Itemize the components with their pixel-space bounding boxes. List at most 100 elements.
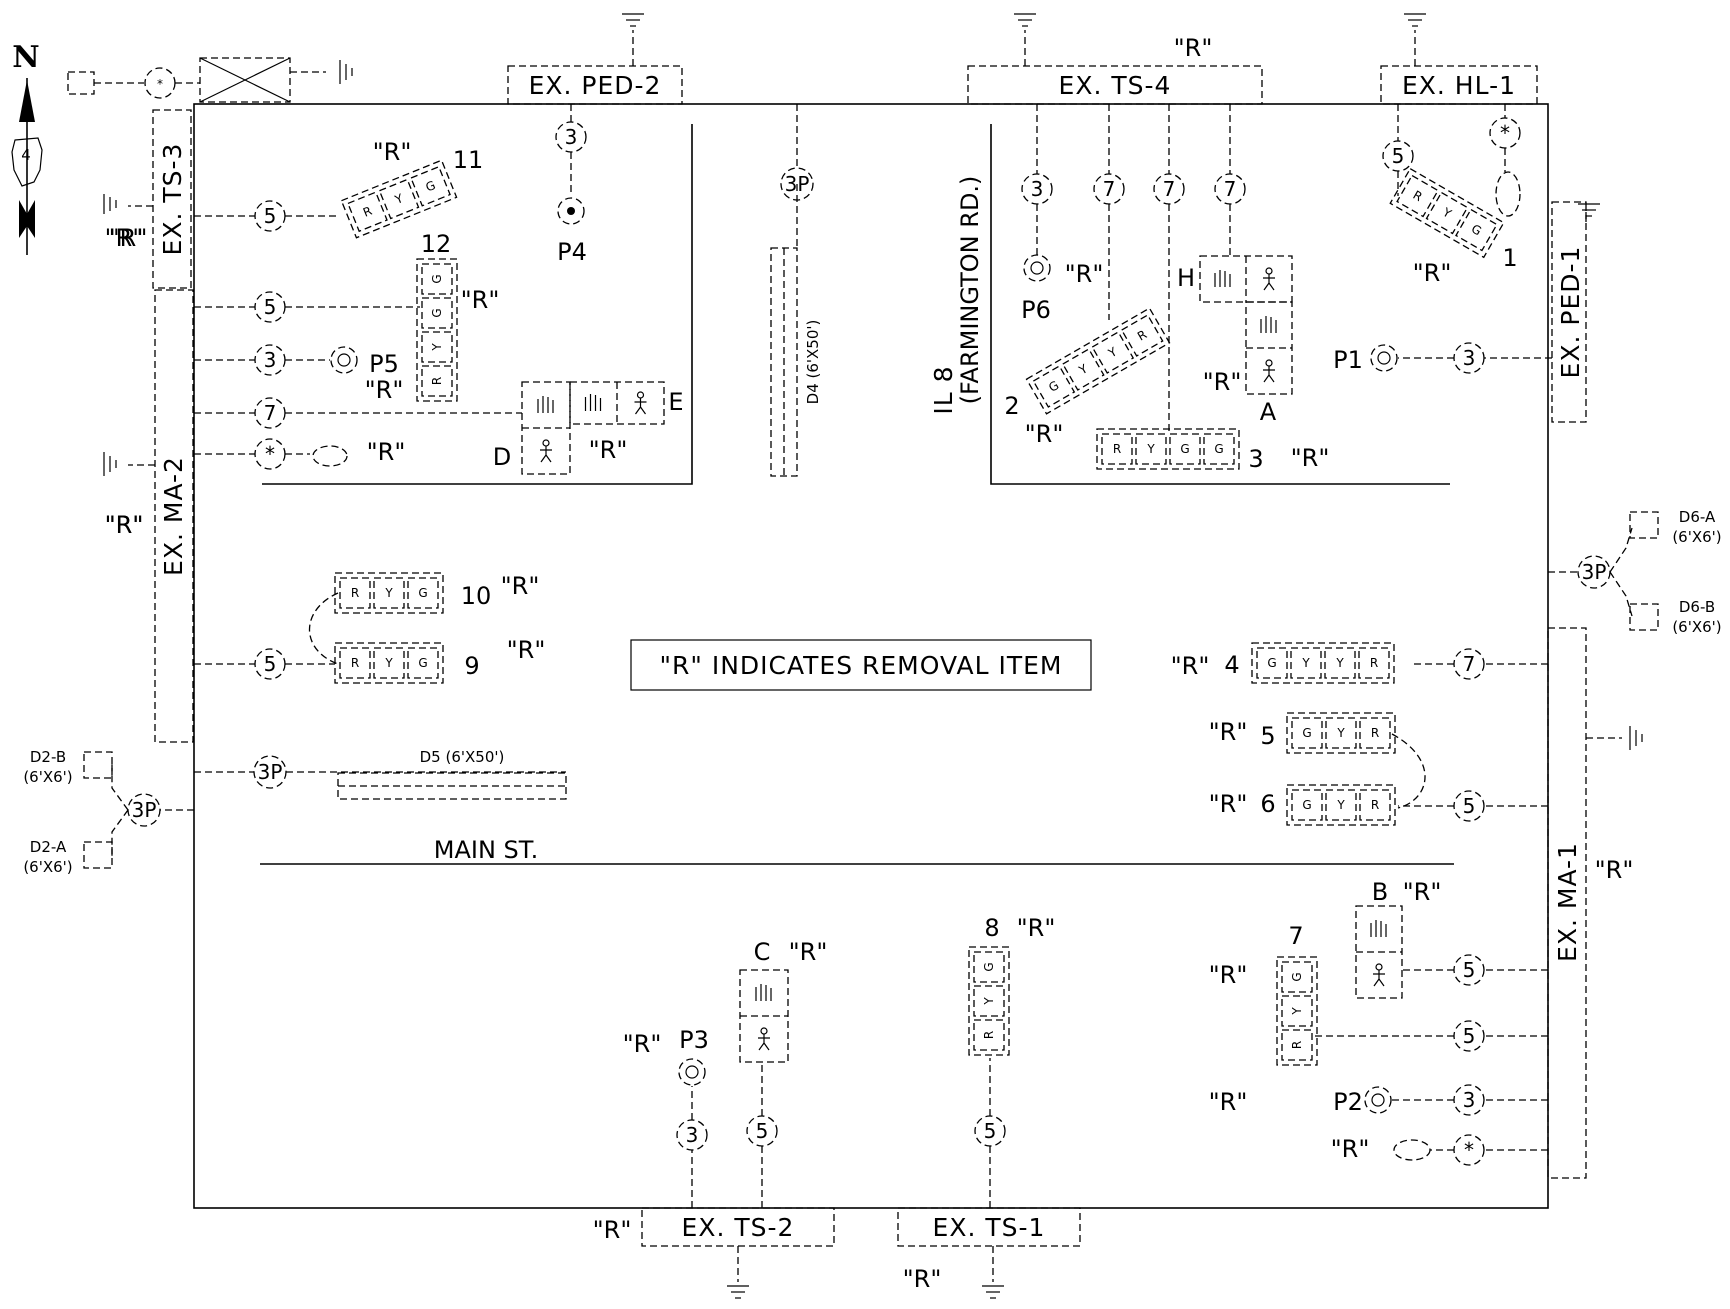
removal-mark: "R" [105,224,144,252]
svg-text:G: G [1180,442,1189,456]
svg-text:Y: Y [1336,798,1345,812]
signal-label-5: 5 [1260,722,1275,750]
signal-label-7: 7 [1288,922,1303,950]
svg-text:R: R [361,204,374,220]
svg-text:"R": "R" [109,224,148,252]
removal-mark: "R" [1209,790,1248,818]
svg-text:Y: Y [982,997,996,1006]
svg-text:3P: 3P [132,798,157,822]
svg-text:(6'X6'): (6'X6') [23,768,72,786]
removal-mark: "R" [589,436,628,464]
ped-label-p5: P5 [369,350,399,378]
svg-text:*: * [1464,1138,1474,1162]
cabinet-label-ped1: EX. PED-1 [1556,246,1585,379]
state-outline-icon [11,137,43,187]
svg-text:Y: Y [1146,442,1155,456]
svg-text:G: G [1214,442,1223,456]
svg-text:G: G [1290,972,1304,981]
ped-pushbutton-icon [1370,344,1398,372]
svg-text:"R": "R" [903,1265,942,1293]
detector-label-d6b: D6-B [1679,598,1715,616]
svg-text:G: G [1302,798,1311,812]
ground-rod-icon [727,1285,749,1299]
circuit-node: 5 [1453,954,1485,986]
circuit-node: 5 [254,648,286,680]
detector-label-d2a: D2-A [30,838,67,856]
svg-text:5: 5 [264,204,277,228]
detector-label-d5: D5 (6'X50') [420,748,505,766]
signal-head-8: GYR [968,946,1010,1056]
circuit-node: * [1489,117,1521,149]
svg-text:Y: Y [384,586,393,600]
removal-mark: "R" [1209,718,1248,746]
detector-label-d6a: D6-A [1679,508,1716,526]
north-letter: N [12,40,39,75]
ground-rod-icon [622,13,644,27]
removal-mark: "R" [501,572,540,600]
signal-label-3: 3 [1248,445,1263,473]
circuit-node: 5 [1382,140,1414,172]
svg-text:G: G [430,308,444,317]
ped-head-label-c: C [754,938,771,966]
ped-label-p6: P6 [1021,296,1051,324]
svg-text:Y: Y [384,656,393,670]
svg-text:3: 3 [686,1123,699,1147]
circuit-node: 3 [1021,173,1053,205]
north-arrow-icon: N 4 [11,40,43,255]
svg-text:Y: Y [1105,344,1120,361]
svg-text:7: 7 [1463,652,1476,676]
svg-text:R: R [1410,188,1424,204]
svg-text:R: R [430,377,444,385]
svg-text:Y: Y [1290,1007,1304,1016]
svg-text:G: G [1469,222,1484,239]
ped-signal-head-e [569,381,665,425]
street-label-main: MAIN ST. [434,836,538,864]
ground-rod-icon [1578,203,1600,217]
svg-text:(6'X6'): (6'X6') [1672,528,1721,546]
circuit-node: 7 [1214,173,1246,205]
circuit-node: 7 [1153,173,1185,205]
svg-text:Y: Y [392,191,406,207]
svg-text:R: R [351,656,359,670]
removal-mark: "R" [1209,961,1248,989]
removal-mark: "R" [1209,1088,1248,1116]
signal-label-8: 8 [984,914,999,942]
svg-text:R: R [1290,1041,1304,1049]
removal-mark: "R" [1065,260,1104,288]
svg-text:7: 7 [1103,177,1116,201]
svg-text:G: G [430,274,444,283]
circuit-node: * [254,438,286,470]
svg-text:G: G [982,962,996,971]
device-labels: 1 2 3 4 5 6 7 8 9 10 11 12 P1 P2 P3 P4 P… [369,146,1518,1116]
ped-label-p4: P4 [557,238,587,266]
svg-text:5: 5 [264,295,277,319]
svg-text:3P: 3P [1582,560,1607,584]
svg-text:R: R [1371,798,1379,812]
svg-text:R: R [351,586,359,600]
circuit-node: 5 [254,200,286,232]
svg-text:*: * [265,442,275,466]
circuit-node: 5 [1453,790,1485,822]
removal-note: "R" INDICATES REMOVAL ITEM [660,651,1063,680]
ground-rod-icon [103,452,117,476]
removal-note-box [630,639,1092,691]
ground-rod-icon [103,194,117,214]
cabinet-label-ts2: EX. TS-2 [682,1213,795,1242]
circuit-node: 3 [1453,1084,1485,1116]
svg-text:G: G [418,656,427,670]
circuit-node: 3 [1453,342,1485,374]
svg-text:R: R [1371,726,1379,740]
removal-mark: "R" [623,1030,662,1058]
circuit-node: 5 [974,1115,1006,1147]
cabinet-label-ts1: EX. TS-1 [933,1213,1046,1242]
ped-pushbutton-icon [1364,1086,1392,1114]
svg-text:3: 3 [1463,1088,1476,1112]
luminaire-icon [1495,171,1521,217]
ped-head-label-h: H [1177,264,1195,292]
removal-mark: "R" [789,938,828,966]
